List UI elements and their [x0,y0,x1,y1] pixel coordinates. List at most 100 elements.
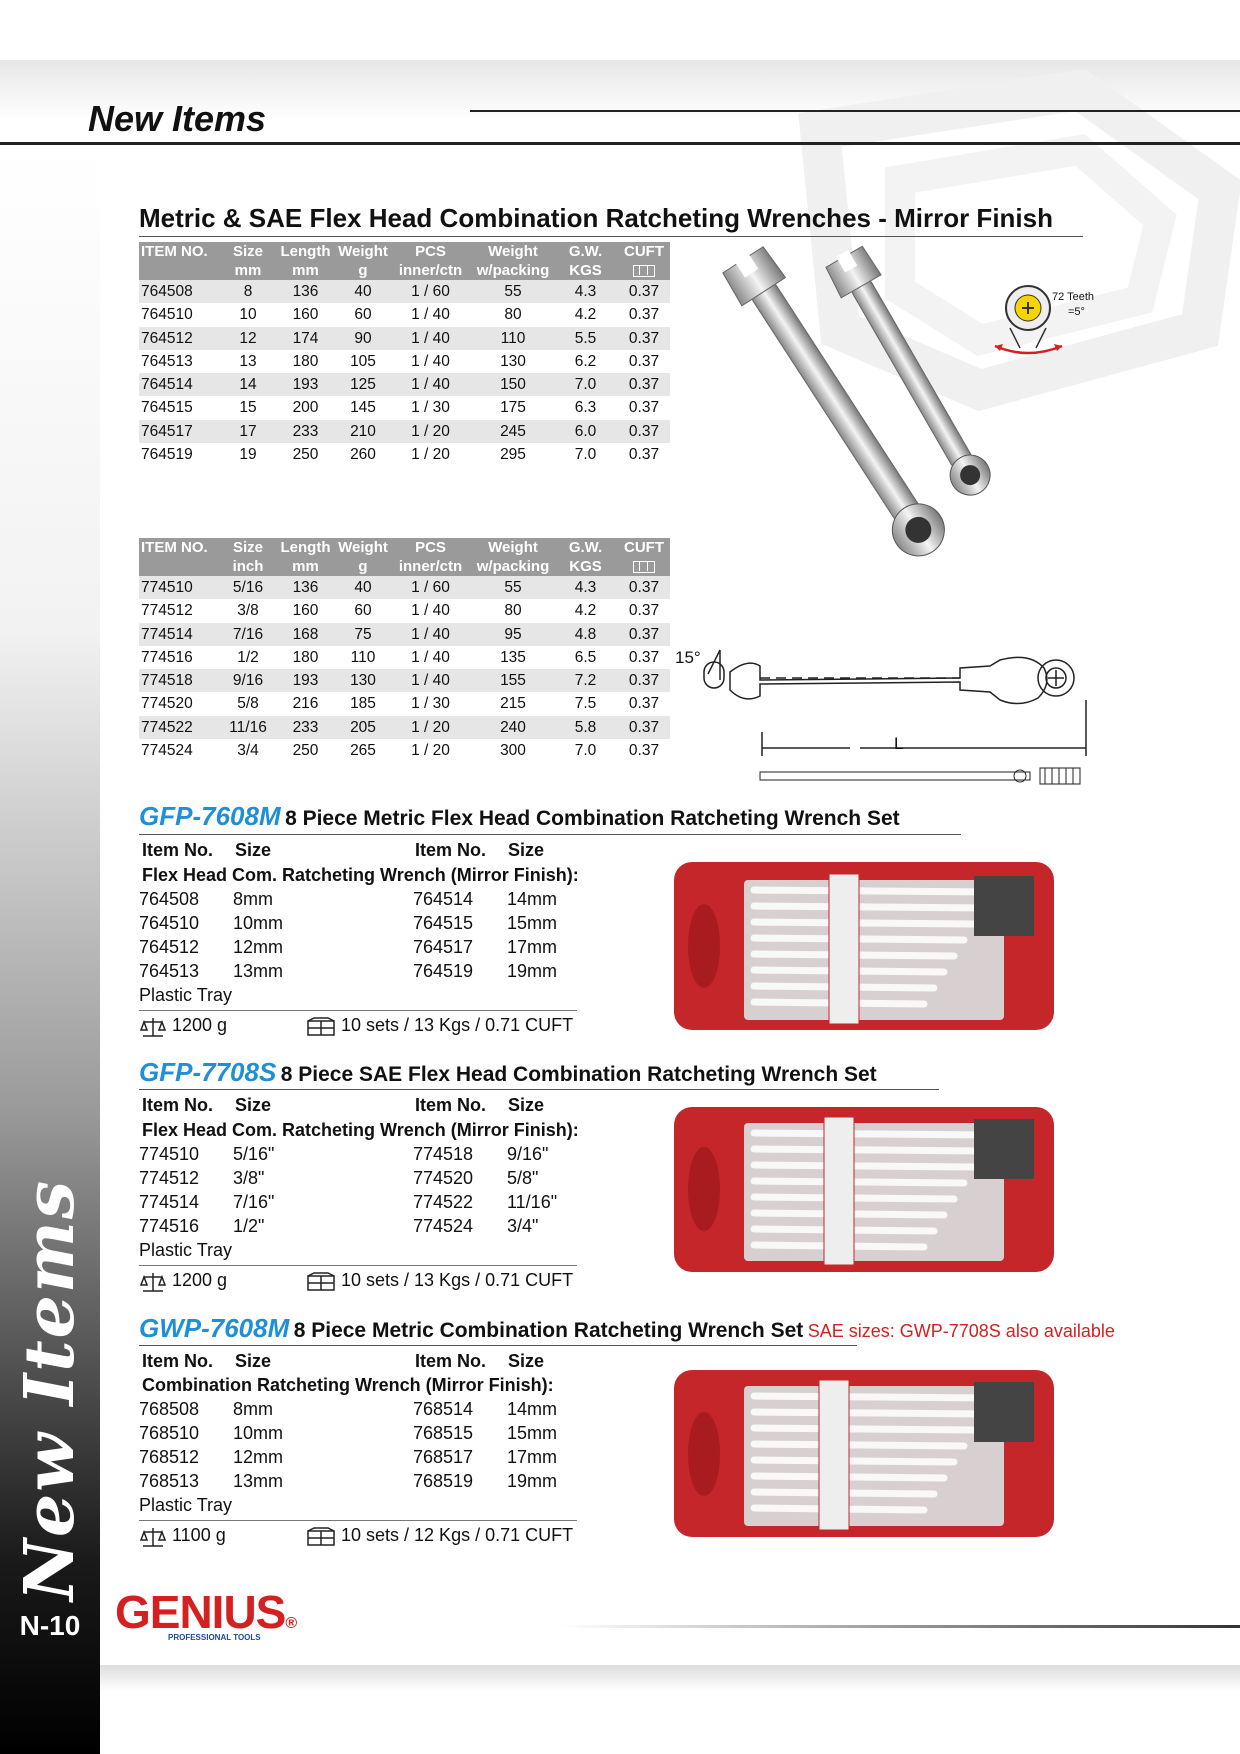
cell-weight-packing: 215 [500,695,526,713]
cell-length: 174 [273,326,338,350]
col-length: Length [273,242,338,261]
cell-weight-packing: 175 [500,399,526,417]
list-item: 764508 [139,889,200,909]
header-rule [470,110,1240,112]
list-item: 768510 [139,1423,200,1443]
cell-weight: 205 [338,715,388,740]
cell-size: 15 [239,399,257,417]
col-size: Size [223,538,273,557]
col-weight-packing-unit: w/packing [473,261,553,280]
list-item: 764514 [413,889,474,909]
list-item: 5/16" [233,1144,275,1164]
list-item: 774512 [139,1168,200,1188]
set-subtitle: Flex Head Com. Ratcheting Wrench (Mirror… [142,1120,579,1140]
col-item-no: ITEM NO. [139,538,223,557]
list-item: 7/16" [233,1192,275,1212]
cell-weight-packing: 135 [500,648,526,666]
teeth-label: 72 Teeth [1052,291,1095,303]
list-item: 12mm [233,937,284,957]
set-rule [139,1345,857,1346]
col-pcs-unit: inner/ctn [388,261,473,280]
set-rule [139,1089,939,1090]
list-item: 774522 [413,1192,474,1212]
col-gw-unit: KGS [553,261,618,280]
list-item: 774524 [413,1216,474,1236]
cell-weight: 90 [338,326,388,350]
cell-gw: 5.5 [553,326,618,350]
list-item: 768514 [413,1399,474,1419]
cell-item-no: 774514 [139,622,223,646]
col-size-header: Size [508,840,545,860]
col-weight: Weight [338,538,388,557]
availability-note: SAE sizes: GWP-7708S also available [807,1321,1115,1341]
col-cuft: CUFT [618,538,670,557]
cell-weight-packing: 155 [473,669,553,693]
cell-gw: 7.0 [553,373,618,397]
cell-cuft: 0.37 [628,742,660,760]
cell-pcs: 1 / 40 [411,648,450,666]
cell-gw: 4.2 [574,602,597,620]
col-pcs-unit: inner/ctn [388,557,473,576]
cell-item-no: 774522 [139,715,223,740]
cell-weight: 60 [354,602,372,620]
list-item: 764512 [139,937,200,957]
list-item: 8mm [233,889,273,909]
col-size-header: Size [508,1095,545,1115]
col-weight-packing: Weight [473,242,553,261]
cell-item-no: 764513 [141,352,193,370]
cell-length: 233 [273,419,338,444]
cell-length: 250 [292,742,319,760]
cell-item-no: 764517 [139,419,223,444]
cell-gw: 4.3 [553,280,618,304]
list-item: 15mm [507,913,558,933]
cell-item-no: 764519 [141,446,193,464]
cell-size: 5/16 [223,576,273,600]
cell-gw: 7.0 [574,446,597,464]
tray-label: Plastic Tray [139,1495,233,1515]
metric-spec-table: ITEM NO. Size Length Weight PCS Weight G… [139,242,670,466]
cell-length: 193 [273,373,338,397]
cell-size: 10 [239,306,257,324]
set-title: 8 Piece Metric Combination Ratcheting Wr… [293,1319,804,1342]
carton-icon [307,1272,335,1291]
cell-pcs: 1 / 30 [411,399,450,417]
cell-pcs: 1 / 40 [388,326,473,350]
list-item: 774510 [139,1144,200,1164]
cell-gw: 6.5 [574,648,597,666]
list-item: 1/2" [233,1216,265,1236]
cell-pcs: 1 / 40 [411,602,450,620]
set-code: GFP-7608M [139,801,281,831]
cell-cuft: 0.37 [618,715,670,740]
scale-icon [140,1273,166,1292]
cell-size: 3/8 [237,602,259,620]
side-strip [0,145,100,1754]
cell-size: 19 [239,446,257,464]
cell-size: 1/2 [237,648,259,666]
cell-gw: 5.8 [553,715,618,740]
cell-length: 136 [273,280,338,304]
cell-size: 13 [239,352,257,370]
cell-size: 14 [223,373,273,397]
list-item: 5/8" [507,1168,539,1188]
cell-item-no: 774510 [139,576,223,600]
list-item: 13mm [233,1471,284,1491]
col-pcs: PCS [388,242,473,261]
list-item: 11/16" [507,1192,558,1212]
col-cuft: CUFT [618,242,670,261]
set-subtitle: Flex Head Com. Ratcheting Wrench (Mirror… [142,865,579,885]
tilt-angle-label: 15° [675,648,701,667]
list-item: 768517 [413,1447,474,1467]
cell-cuft: 0.37 [628,446,660,464]
col-item-unit [139,261,223,280]
set-weight: 1200 g [172,1270,228,1290]
col-weight: Weight [338,242,388,261]
cell-weight-packing: 80 [504,602,522,620]
cell-pcs: 1 / 40 [388,669,473,693]
